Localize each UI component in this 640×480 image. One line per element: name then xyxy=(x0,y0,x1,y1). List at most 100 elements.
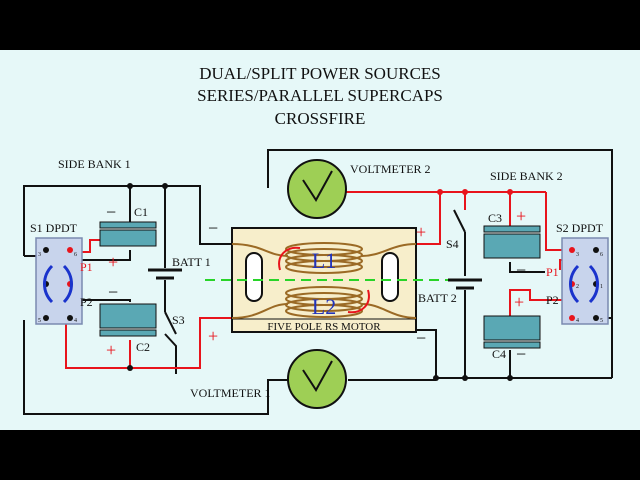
voltmeter-2-needle-icon xyxy=(302,170,333,202)
s1-pin-label-5: 5 xyxy=(38,318,41,324)
junction-dot xyxy=(433,375,439,381)
title-block: DUAL/SPLIT POWER SOURCES SERIES/PARALLEL… xyxy=(197,64,443,128)
motor-label: FIVE POLE RS MOTOR xyxy=(267,321,381,333)
voltmeter-2: VOLTMETER 2 xyxy=(287,159,431,219)
s1-pin-5 xyxy=(43,315,49,321)
battery-2: BATT 2 xyxy=(418,278,482,305)
s2-jumper-left-icon xyxy=(569,264,580,304)
title-line-2: SERIES/PARALLEL SUPERCAPS xyxy=(197,86,443,105)
c4-label: C4 xyxy=(492,347,506,361)
junction-dot-red xyxy=(507,189,513,195)
wire-red-s1-p2 xyxy=(65,300,232,369)
c2-minus-sign: − xyxy=(108,282,118,302)
c2-plate-bottom xyxy=(99,329,157,337)
s3-label: S3 xyxy=(172,313,185,327)
junction-dot xyxy=(127,365,133,371)
c1-body xyxy=(99,229,157,247)
coil-l1-arrow-icon xyxy=(278,246,301,271)
c2-body xyxy=(99,303,157,329)
capacitor-c2: − + C2 xyxy=(99,282,157,360)
s2-pin-label-3: 3 xyxy=(576,252,579,258)
wire-bank1-bottom xyxy=(23,320,288,415)
s1-jumper-left-icon xyxy=(43,264,54,304)
s2-pin-label-6: 6 xyxy=(600,252,603,258)
s1-pin-6 xyxy=(67,247,73,253)
c1-plate-top xyxy=(99,221,157,229)
s1-p1-label: P1 xyxy=(80,260,93,274)
s2-pin-4 xyxy=(569,315,575,321)
letterbox-bottom xyxy=(0,430,640,480)
s2-label: S2 DPDT xyxy=(556,221,604,235)
voltmeter-1: VOLTMETER 1 xyxy=(190,349,347,409)
wire-red-s2-top xyxy=(545,192,566,251)
s1-pin-3 xyxy=(43,247,49,253)
junction-dot xyxy=(507,375,513,381)
junction-dot xyxy=(162,183,168,189)
s1-pin-label-6: 6 xyxy=(74,252,77,258)
s2-pin-label-2: 2 xyxy=(576,284,579,290)
c2-label: C2 xyxy=(136,340,150,354)
c3-label: C3 xyxy=(488,211,502,225)
voltmeter-1-dial xyxy=(287,349,347,409)
c1-label: C1 xyxy=(134,205,148,219)
s4-label: S4 xyxy=(446,237,459,251)
c4-plate-bottom xyxy=(483,341,541,349)
c1-plus-sign: + xyxy=(108,252,118,272)
s1-pin-label-4: 4 xyxy=(74,318,77,324)
s2-pin-label-5: 5 xyxy=(600,318,603,324)
c3-plus-sign: + xyxy=(516,206,526,226)
capacitor-c4: + C4 − xyxy=(483,292,541,364)
c4-body xyxy=(483,315,541,341)
motor-left-plus-sign: + xyxy=(208,326,218,346)
c4-plus-sign: + xyxy=(514,292,524,312)
side-bank-2-label: SIDE BANK 2 xyxy=(490,169,563,183)
wire-vm2-loop xyxy=(267,149,613,378)
motor-slot-right xyxy=(381,252,399,302)
s2-p1-label: P1 xyxy=(546,265,559,279)
c2-plus-sign: + xyxy=(106,340,116,360)
capacitor-c3: C3 + − xyxy=(483,206,541,280)
coil-l1-label: L1 xyxy=(312,248,336,273)
s1-body xyxy=(35,237,83,325)
c3-body xyxy=(483,233,541,259)
c3-minus-sign: − xyxy=(516,260,526,280)
s1-pin-4 xyxy=(67,315,73,321)
switch-s4: S4 xyxy=(446,209,466,276)
motor-right-minus-sign: − xyxy=(416,328,426,348)
wire-c3-minus xyxy=(509,262,545,273)
s1-pin-label-3: 3 xyxy=(38,252,41,258)
s2-pin-3 xyxy=(569,247,575,253)
motor-lead-upper-left xyxy=(231,243,289,257)
s1-label: S1 DPDT xyxy=(30,221,78,235)
wire-red-vm2-right xyxy=(346,191,441,245)
coil-l2-label: L2 xyxy=(312,294,336,319)
c3-plate-top xyxy=(483,225,541,233)
s2-body xyxy=(561,237,609,325)
coil-l2 xyxy=(285,286,363,318)
s3-blade xyxy=(164,311,177,335)
junction-dot xyxy=(127,183,133,189)
motor-lead-lower-left xyxy=(231,303,289,319)
motor-left-minus-sign: − xyxy=(208,218,218,238)
coil-l1 xyxy=(285,242,363,274)
s2-dpdt-switch: S2 DPDT 3 6 2 1 4 5 xyxy=(556,221,609,325)
motor-right-plus-sign: + xyxy=(416,222,426,242)
side-bank-1-label: SIDE BANK 1 xyxy=(58,157,131,171)
s1-jumper-right-icon xyxy=(62,264,73,304)
capacitor-c1: C1 − + xyxy=(99,202,157,272)
s2-jumper-right-icon xyxy=(588,264,599,304)
junction-dot-red xyxy=(437,189,443,195)
coil-l2-arrow-icon xyxy=(347,289,370,314)
junction-dot-red xyxy=(462,189,468,195)
s2-pin-6 xyxy=(593,247,599,253)
letterbox-top xyxy=(0,0,640,50)
s2-p2-label: P2 xyxy=(546,293,559,307)
s2-pin-5 xyxy=(593,315,599,321)
s2-pin-label-1: 1 xyxy=(600,284,603,290)
junction-dots-red xyxy=(437,189,513,195)
batt1-label: BATT 1 xyxy=(172,255,211,269)
voltmeter-2-label: VOLTMETER 2 xyxy=(350,162,431,176)
s1-p2-label: P2 xyxy=(80,295,93,309)
wire-motor-minus-right xyxy=(416,329,612,379)
